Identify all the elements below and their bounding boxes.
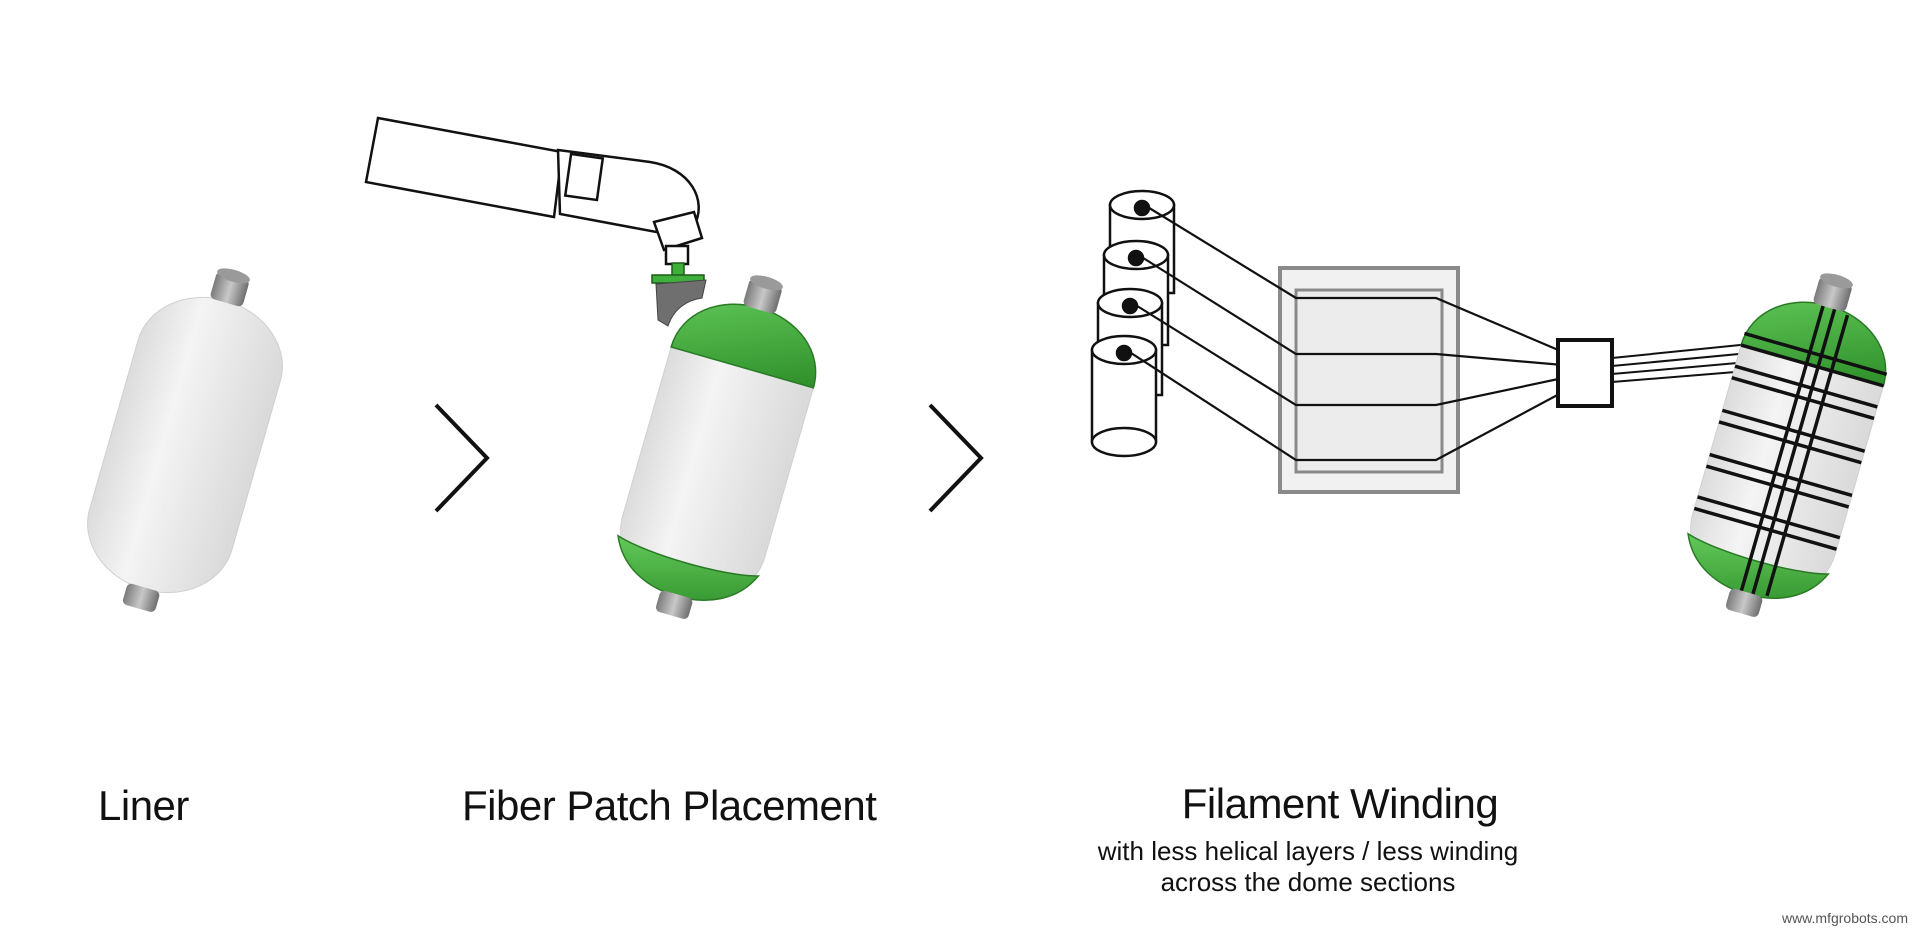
liner-vessel xyxy=(87,268,283,612)
fiber-paths xyxy=(1127,205,1564,462)
fiber-spools xyxy=(1090,189,1176,458)
arrow-1-icon xyxy=(434,403,490,513)
step-label-filament-winding: Filament Winding xyxy=(1181,780,1499,827)
step-label-fiber-patch-placement: Fiber Patch Placement xyxy=(462,782,877,829)
patch-placement-tool xyxy=(651,262,707,327)
wound-vessel xyxy=(1687,273,1888,617)
subtitle-line-1: with less helical layers / less winding xyxy=(1097,836,1519,866)
filament-winding-subtitle: with less helical layers / less winding … xyxy=(1078,836,1538,898)
patched-vessel xyxy=(617,275,817,619)
watermark: www.mfgrobots.com xyxy=(1781,910,1908,926)
robot-arm xyxy=(364,116,704,266)
step-label-liner: Liner xyxy=(98,782,189,829)
spool-4 xyxy=(1090,334,1158,458)
resin-bath xyxy=(1278,266,1460,494)
winding-eye xyxy=(1556,338,1614,408)
arrow-2-icon xyxy=(928,403,984,513)
subtitle-line-2: across the dome sections xyxy=(1160,867,1456,897)
